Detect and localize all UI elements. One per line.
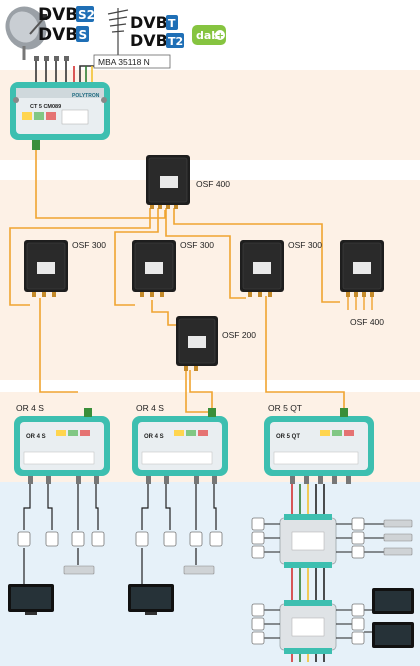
dvb-t-logo: DVB T [130, 13, 178, 32]
multiswitch-2 [279, 600, 337, 654]
label-receiver-1: OR 4 S [16, 403, 44, 413]
splitter-osf400-right-stubs [347, 297, 373, 310]
svg-text:dab: dab [196, 29, 219, 42]
svg-text:+: + [217, 32, 225, 42]
wall-outlets [17, 531, 223, 547]
main-unit-output-connector [32, 140, 40, 150]
receiver-1 [14, 408, 110, 476]
receiver-3-panel-label: OR 5 QT [276, 434, 300, 440]
label-osf400-right: OSF 400 [350, 317, 384, 327]
dab-plus-logo: dab + [192, 25, 226, 45]
set-top-box-icon-2 [183, 565, 215, 575]
svg-text:T: T [168, 17, 176, 30]
main-unit [10, 82, 110, 140]
multiswitch-branch-cables [264, 523, 384, 639]
label-osf300-b: OSF 300 [180, 240, 214, 250]
set-top-box-icons-right [383, 519, 413, 556]
label-osf300-c: OSF 300 [288, 240, 322, 250]
tv-icon-2 [128, 584, 174, 615]
band-gap-1 [0, 160, 420, 180]
svg-text:DVB: DVB [130, 31, 168, 50]
tv-icon-4 [372, 622, 414, 648]
receiver-1-panel-label: OR 4 S [26, 434, 46, 440]
label-osf300-a: OSF 300 [72, 240, 106, 250]
svg-text:DVB: DVB [38, 25, 78, 45]
splitter-osf300-c [240, 240, 284, 297]
dvb-t2-logo: DVB T2 [130, 31, 184, 50]
main-unit-brand: POLYTRON [72, 93, 100, 99]
receiver-2-panel-label: OR 4 S [144, 434, 164, 440]
splitter-osf200 [176, 316, 218, 371]
label-osf400-top: OSF 400 [196, 179, 230, 189]
label-osf200: OSF 200 [222, 330, 256, 340]
band-gap-2 [0, 380, 420, 392]
label-receiver-3: OR 5 QT [268, 403, 302, 413]
receiver-3 [264, 408, 374, 476]
svg-text:S2: S2 [78, 8, 95, 22]
svg-text:DVB: DVB [38, 5, 78, 25]
input-cable-plugs [34, 56, 69, 61]
tv-icon-1 [8, 584, 54, 615]
receiver-2 [132, 408, 228, 476]
splitter-osf400-right [340, 240, 384, 297]
svg-text:S: S [79, 28, 88, 42]
splitter-osf400-top [146, 155, 190, 209]
fiber-cables [9, 150, 345, 413]
set-top-box-icon-1 [63, 565, 95, 575]
splitter-osf300-b [132, 240, 176, 297]
svg-text:DVB: DVB [130, 13, 168, 32]
dvb-s-logo: DVB S [38, 25, 89, 45]
main-unit-label: CT 5 CM089 [30, 104, 61, 110]
multiswitch-outlets [251, 517, 365, 645]
tv-icon-3 [372, 588, 414, 614]
receiver-output-connectors [28, 476, 351, 484]
splitter-osf300-a [24, 240, 68, 297]
svg-text:T2: T2 [168, 35, 183, 48]
dvb-s2-logo: DVB S2 [38, 5, 95, 25]
terrestrial-antenna-icon [107, 8, 129, 56]
satellite-dish-icon [5, 6, 47, 60]
input-unit-label-box [93, 54, 171, 69]
label-receiver-2: OR 4 S [136, 403, 164, 413]
multiswitch-1 [279, 514, 337, 568]
input-unit-label: MBA 35118 N [98, 57, 150, 67]
